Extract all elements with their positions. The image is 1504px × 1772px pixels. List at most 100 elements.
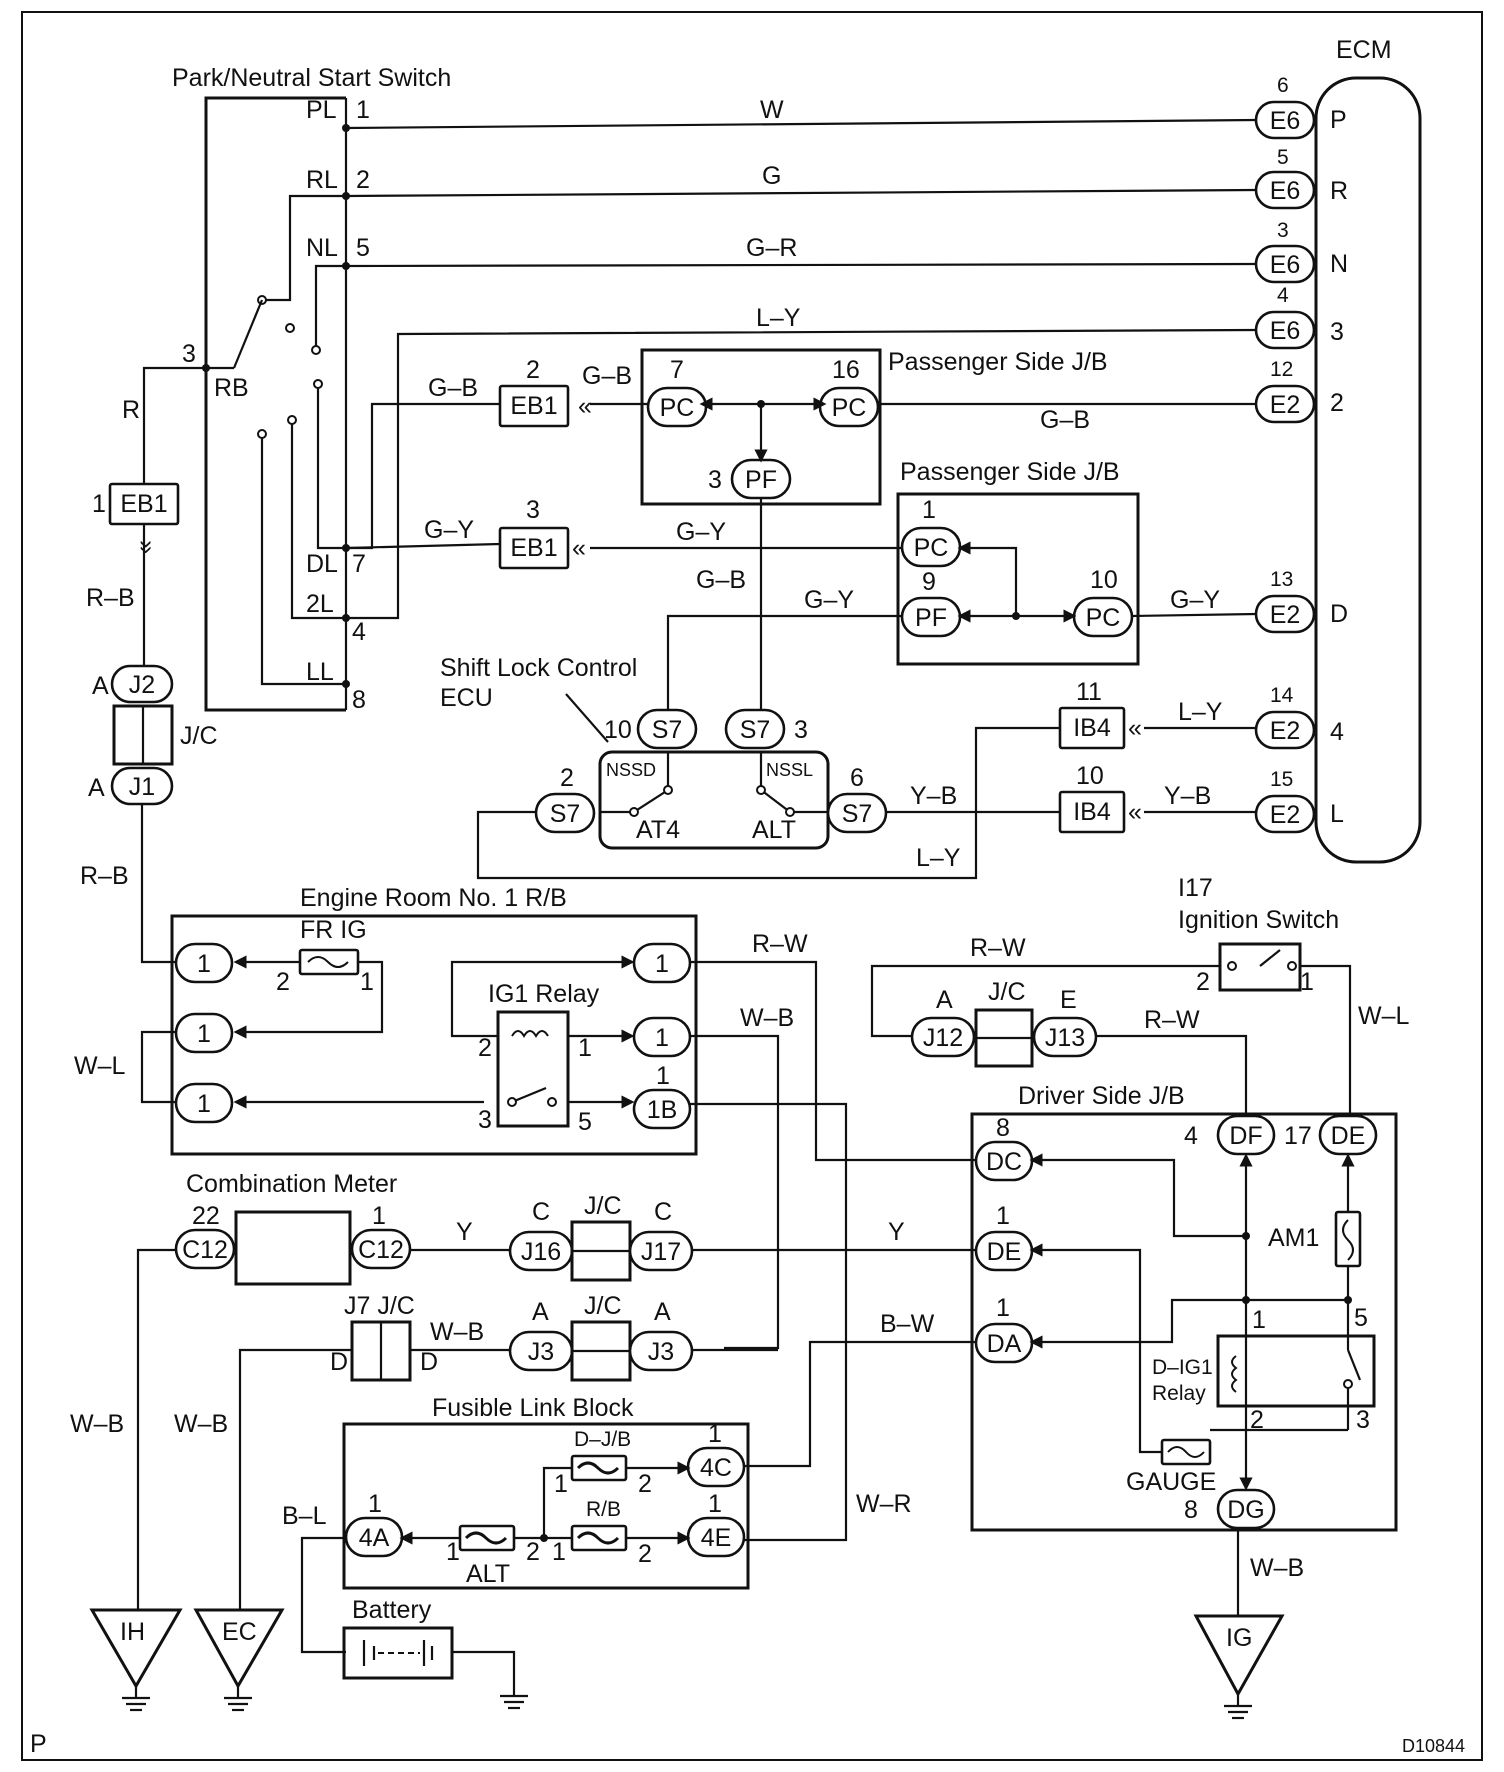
svg-text:J/C: J/C [584,1292,622,1320]
svg-text:1: 1 [655,1024,669,1052]
svg-text:B–W: B–W [880,1310,935,1338]
svg-text:10: 10 [1090,566,1118,594]
svg-text:S7: S7 [550,800,581,828]
svg-text:7: 7 [352,550,366,578]
svg-text:DF: DF [1229,1122,1262,1150]
svg-text:PC: PC [1086,604,1121,632]
connector-j1: J1A [88,766,174,806]
ground-ig: W–B IG [1193,1528,1304,1720]
svg-text:ALT: ALT [466,1560,510,1588]
svg-text:A: A [654,1298,671,1326]
ecm-pin-labels: P R N 3 2 D 4 L [1330,106,1348,828]
svg-text:J16: J16 [521,1238,561,1266]
connector-e6-n: E63 [1254,219,1316,284]
svg-text:Fusible Link Block: Fusible Link Block [432,1394,634,1422]
jc-j12-j13: A J/C E J12 J13 R–W [910,978,1248,1116]
svg-text:PC: PC [914,534,949,562]
ignition-switch: I17 Ignition Switch 2 1 R–W W–L [870,874,1410,1116]
connector-erb-1b: 1 [174,1012,234,1054]
svg-text:D–J/B: D–J/B [574,1428,631,1451]
connector-da: DA1 [974,1294,1034,1364]
svg-text:D: D [330,1348,348,1376]
svg-text:12: 12 [1270,358,1293,381]
connector-4a: 4A1 [344,1490,404,1558]
svg-text:C: C [532,1198,550,1226]
svg-text:22: 22 [192,1202,220,1230]
svg-text:1: 1 [1252,1306,1266,1334]
svg-text:G–B: G–B [696,566,746,594]
svg-text:AT4: AT4 [636,816,680,844]
connector-df: DF4 [1184,1114,1276,1156]
connector-pc-7: PC7 [646,356,708,428]
svg-text:4C: 4C [700,1454,732,1482]
svg-text:E6: E6 [1270,251,1301,279]
svg-text:G–Y: G–Y [1170,586,1220,614]
battery: B–L Battery [282,1502,528,1710]
svg-text:ALT: ALT [752,816,796,844]
svg-text:1: 1 [197,950,211,978]
svg-text:4: 4 [352,618,366,646]
svg-text:E6: E6 [1270,317,1301,345]
connector-erb-1b-term: 1B1 [632,1062,692,1130]
svg-text:1: 1 [197,1020,211,1048]
svg-text:PF: PF [745,466,777,494]
svg-text:W–L: W–L [74,1052,126,1080]
svg-text:J12: J12 [923,1024,963,1052]
svg-text:Combination Meter: Combination Meter [186,1170,397,1198]
svg-text:1: 1 [446,1538,460,1566]
svg-text:W–B: W–B [1250,1554,1304,1582]
svg-text:R–W: R–W [752,930,808,958]
switch-to-ecm-wires: W G G–R L–Y G–B G–Y [345,96,1257,620]
svg-text:2: 2 [1250,1406,1264,1434]
svg-text:G–Y: G–Y [804,586,854,614]
svg-text:7: 7 [670,356,684,384]
svg-text:E: E [1060,986,1077,1014]
svg-text:G–R: G–R [746,234,797,262]
svg-text:DA: DA [987,1330,1022,1358]
svg-text:2: 2 [1330,389,1344,417]
svg-text:4A: 4A [359,1524,390,1552]
svg-text:2: 2 [526,1538,540,1566]
svg-text:3: 3 [708,466,722,494]
svg-text:8: 8 [996,1114,1010,1142]
svg-text:2: 2 [356,166,370,194]
svg-text:5: 5 [356,234,370,262]
ground-ec: EC [193,1608,285,1712]
svg-text:1: 1 [1300,968,1314,996]
svg-text:3: 3 [182,340,196,368]
connector-erb-1c: 1 [174,1082,234,1124]
svg-text:EB1: EB1 [510,534,557,562]
svg-text:«: « [1128,714,1142,742]
left-jc-column: R R–B J2A J/C J1A R–B [80,366,218,964]
svg-text:J2: J2 [129,671,155,699]
svg-text:Y–B: Y–B [910,782,957,810]
connector-j16: J16 [508,1230,574,1272]
svg-text:1: 1 [368,1490,382,1518]
connector-j17: J17 [628,1230,694,1272]
connector-j13: J13 [1032,1016,1098,1058]
svg-text:E2: E2 [1270,601,1301,629]
svg-text:5: 5 [1277,146,1289,169]
svg-text:W–B: W–B [174,1410,228,1438]
svg-text:L–Y: L–Y [756,304,801,332]
jc-j7-j3: J7 J/C D D W–B W–B A J/C A J3 J3 [174,1292,778,1610]
connector-erb-1a: 1 [174,942,234,984]
svg-text:4E: 4E [701,1524,732,1552]
svg-text:R–B: R–B [86,584,135,612]
connector-j12: J12 [910,1016,976,1058]
svg-text:1: 1 [552,1538,566,1566]
footer-code: D10844 [1402,1736,1465,1756]
svg-text:14: 14 [1270,684,1294,707]
svg-text:3: 3 [1277,219,1289,242]
svg-text:P: P [1330,106,1347,134]
